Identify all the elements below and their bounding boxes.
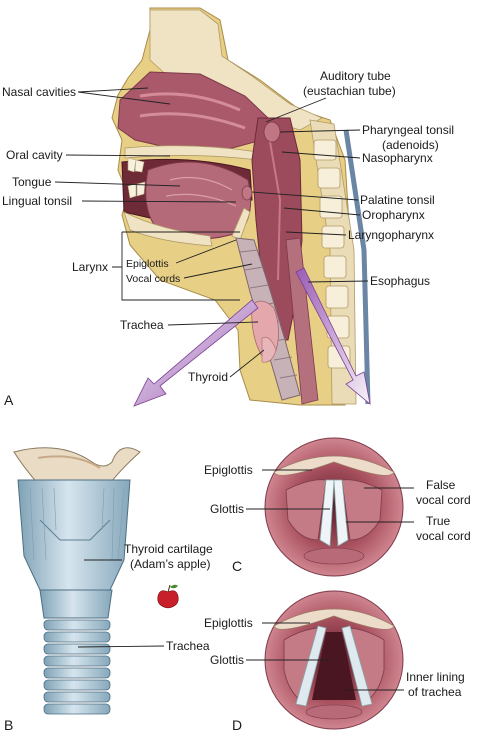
arrow-to-panel-b: [133, 299, 259, 407]
label-thyroid: Thyroid: [188, 370, 228, 384]
label-laryngopharynx: Laryngopharynx: [348, 228, 434, 242]
thyroid-cartilage-shape: [17, 479, 131, 591]
label-false-cord-1: False: [426, 478, 456, 492]
label-oropharynx: Oropharynx: [362, 208, 425, 222]
label-epiglottis: Epiglottis: [126, 258, 169, 270]
panel-a-illustration: [111, 7, 371, 407]
label-glottis-d: Glottis: [210, 653, 244, 667]
panel-a-labels: Nasal cavities Oral cavity Tongue Lingua…: [2, 69, 454, 408]
panel-letter-b: B: [4, 717, 13, 733]
label-inner-lining-2: of trachea: [408, 685, 462, 699]
label-larynx: Larynx: [72, 260, 108, 274]
label-inner-lining-1: Inner lining: [406, 670, 465, 684]
label-vocal-cords: Vocal cords: [126, 273, 180, 285]
panel-c-labels: Epiglottis Glottis False vocal cord True…: [204, 463, 471, 574]
label-thyroid-cartilage-2: (Adam’s apple): [130, 557, 210, 571]
label-trachea-a: Trachea: [120, 318, 164, 332]
panel-d-labels: Epiglottis Glottis Inner lining of trach…: [204, 616, 465, 733]
panel-b-labels: Thyroid cartilage (Adam’s apple) Trachea…: [4, 542, 213, 733]
label-tongue: Tongue: [12, 175, 52, 189]
panel-letter-a: A: [4, 392, 14, 408]
panel-b-illustration: [13, 447, 179, 715]
panel-letter-d: D: [232, 717, 242, 733]
label-nasal-cavities: Nasal cavities: [2, 85, 76, 99]
panel-c-illustration: [264, 437, 404, 577]
label-true-cord-1: True: [426, 514, 451, 528]
trachea-rings: [43, 619, 111, 715]
label-palatine-tonsil: Palatine tonsil: [360, 193, 435, 207]
label-esophagus: Esophagus: [370, 274, 430, 288]
arrow-to-panel-c: [295, 267, 371, 406]
label-thyroid-cartilage-1: Thyroid cartilage: [124, 542, 213, 556]
label-nasopharynx: Nasopharynx: [362, 151, 433, 165]
label-oral-cavity: Oral cavity: [6, 148, 63, 162]
label-auditory-tube-2: (eustachian tube): [303, 84, 396, 98]
label-pharyngeal-tonsil-2: (adenoids): [382, 138, 439, 152]
label-epiglottis-d: Epiglottis: [204, 616, 253, 630]
label-false-cord-2: vocal cord: [416, 493, 471, 507]
apple-icon: [157, 584, 179, 609]
label-true-cord-2: vocal cord: [416, 529, 471, 543]
label-pharyngeal-tonsil-1: Pharyngeal tonsil: [362, 123, 454, 137]
label-trachea-b: Trachea: [166, 639, 210, 653]
label-lingual-tonsil: Lingual tonsil: [2, 194, 72, 208]
panel-letter-c: C: [232, 558, 242, 574]
label-glottis-c: Glottis: [210, 502, 244, 516]
spine: [309, 119, 371, 405]
label-epiglottis-c: Epiglottis: [204, 463, 253, 477]
label-auditory-tube-1: Auditory tube: [320, 69, 391, 83]
